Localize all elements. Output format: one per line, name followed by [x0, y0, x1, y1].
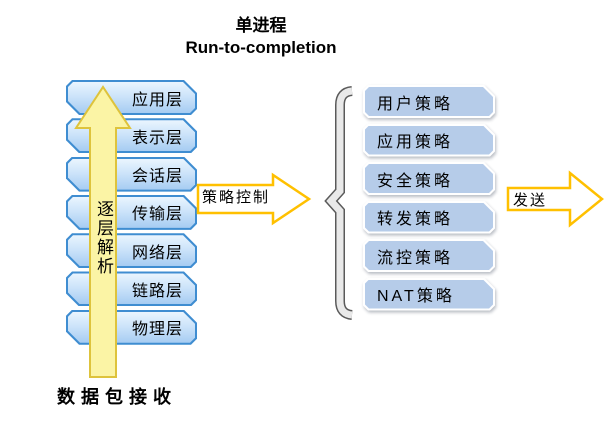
layer-box-application: 应用层: [66, 80, 197, 115]
policy-label: NAT策略: [377, 288, 455, 305]
layer-label: 物理层: [131, 321, 183, 339]
policy-label: 安全策略: [377, 172, 454, 190]
packet-receive-label: 数据包接收: [57, 387, 177, 407]
title-line-en: Run-to-completion: [185, 38, 337, 57]
layer-box-session: 会话层: [66, 157, 197, 192]
layer-label: 会话层: [131, 168, 183, 186]
policy-control-label: 策略控制: [201, 189, 270, 206]
layer-label: 网络层: [131, 244, 183, 262]
policy-box-security: 安全策略: [363, 162, 495, 195]
policy-label: 流控策略: [377, 249, 454, 267]
layer-label: 链路层: [131, 282, 183, 300]
policy-box-application: 应用策略: [363, 124, 495, 157]
policy-box-flow-control: 流控策略: [363, 239, 495, 272]
page-title: 单进程 Run-to-completion: [136, 15, 386, 59]
policy-box-nat: NAT策略: [363, 278, 495, 311]
layer-box-network: 网络层: [66, 233, 197, 268]
up-arrow-label: 逐层解析: [94, 200, 113, 276]
policy-list: 用户策略 应用策略 安全策略 转发策略 流控策略 NAT策略: [363, 85, 495, 311]
layer-box-transport: 传输层: [66, 195, 197, 230]
left-brace-icon: [324, 86, 353, 320]
policy-label: 转发策略: [377, 211, 454, 228]
policy-label: 用户策略: [377, 95, 454, 113]
policy-label: 应用策略: [377, 134, 454, 151]
layer-label: 应用层: [131, 91, 183, 109]
layer-box-presentation: 表示层: [66, 118, 197, 153]
policy-box-user: 用户策略: [363, 85, 495, 118]
layer-label: 传输层: [131, 206, 183, 224]
title-line-cn: 单进程: [235, 16, 287, 35]
layer-box-link: 链路层: [66, 271, 197, 306]
send-label: 发送: [513, 192, 548, 209]
layer-label: 表示层: [131, 129, 183, 147]
policy-box-forwarding: 转发策略: [363, 201, 495, 234]
layer-box-physical: 物理层: [66, 310, 197, 345]
osi-layer-stack: 应用层 表示层 会话层 传输层 网络层 链路层 物理层: [66, 80, 197, 345]
